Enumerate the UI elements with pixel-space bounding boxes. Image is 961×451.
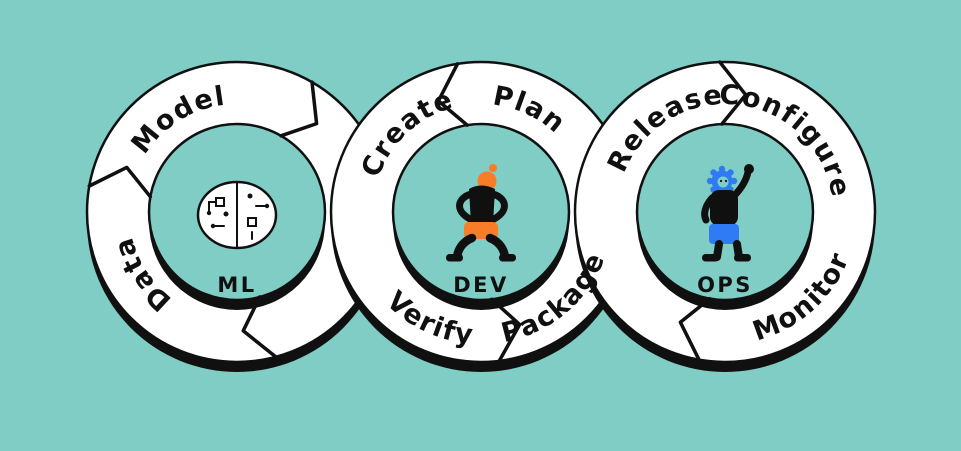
ring-center-label-ops: OPS (697, 273, 753, 297)
developer-figure-icon (446, 164, 516, 262)
ring-center-label-ml: ML (217, 273, 256, 297)
chevron-arrow-icon (718, 60, 748, 126)
ring-center-label-dev: DEV (453, 273, 509, 297)
chevron-arrow-icon (678, 296, 712, 362)
chevron-arrow-icon (436, 62, 469, 127)
chevron-arrow-icon (279, 80, 319, 138)
chevron-arrow-icon (489, 297, 522, 363)
brain-circuit-icon (196, 180, 278, 250)
chevron-arrow-icon (87, 165, 153, 199)
chevron-arrow-icon (241, 295, 278, 359)
operations-figure-icon (701, 164, 754, 262)
flow-chevrons (87, 60, 748, 363)
